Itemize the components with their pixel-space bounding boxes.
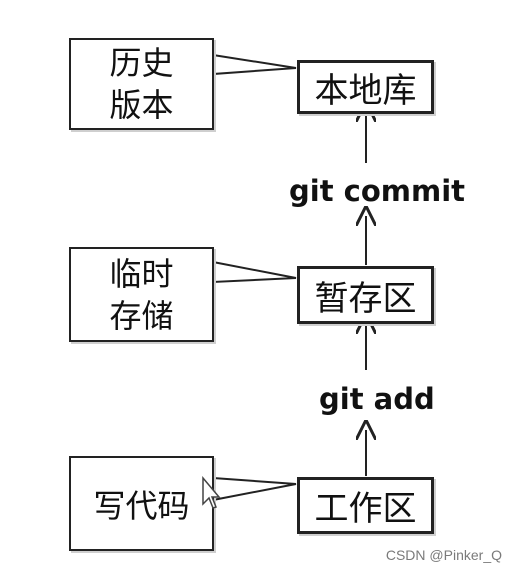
git-add-label: git add: [319, 382, 435, 416]
workspace-callout-label: 写代码: [93, 486, 190, 525]
staging-node: 暂存区: [297, 266, 434, 324]
git-commit-label: git commit: [289, 174, 466, 208]
workspace-node: 工作区: [297, 477, 434, 534]
repo-node-label: 本地库: [314, 70, 417, 111]
staging-callout: 临时 存储: [69, 247, 214, 342]
workspace-callout-tail: [212, 476, 297, 502]
repo-callout-line2: 版本: [109, 86, 174, 124]
repo-node: 本地库: [297, 60, 434, 114]
watermark: CSDN @Pinker_Q: [385, 547, 502, 563]
staging-callout-line2: 存储: [109, 296, 174, 335]
workspace-callout: 写代码: [69, 456, 214, 551]
staging-callout-tail: [212, 260, 297, 284]
repo-callout-line1: 历史: [109, 44, 174, 82]
repo-callout-tail: [212, 53, 297, 76]
mouse-pointer-icon: [202, 476, 221, 509]
staging-node-label: 暂存区: [314, 278, 417, 319]
workspace-node-label: 工作区: [314, 489, 417, 529]
staging-callout-line1: 临时: [109, 254, 174, 293]
repo-callout: 历史 版本: [69, 38, 214, 130]
